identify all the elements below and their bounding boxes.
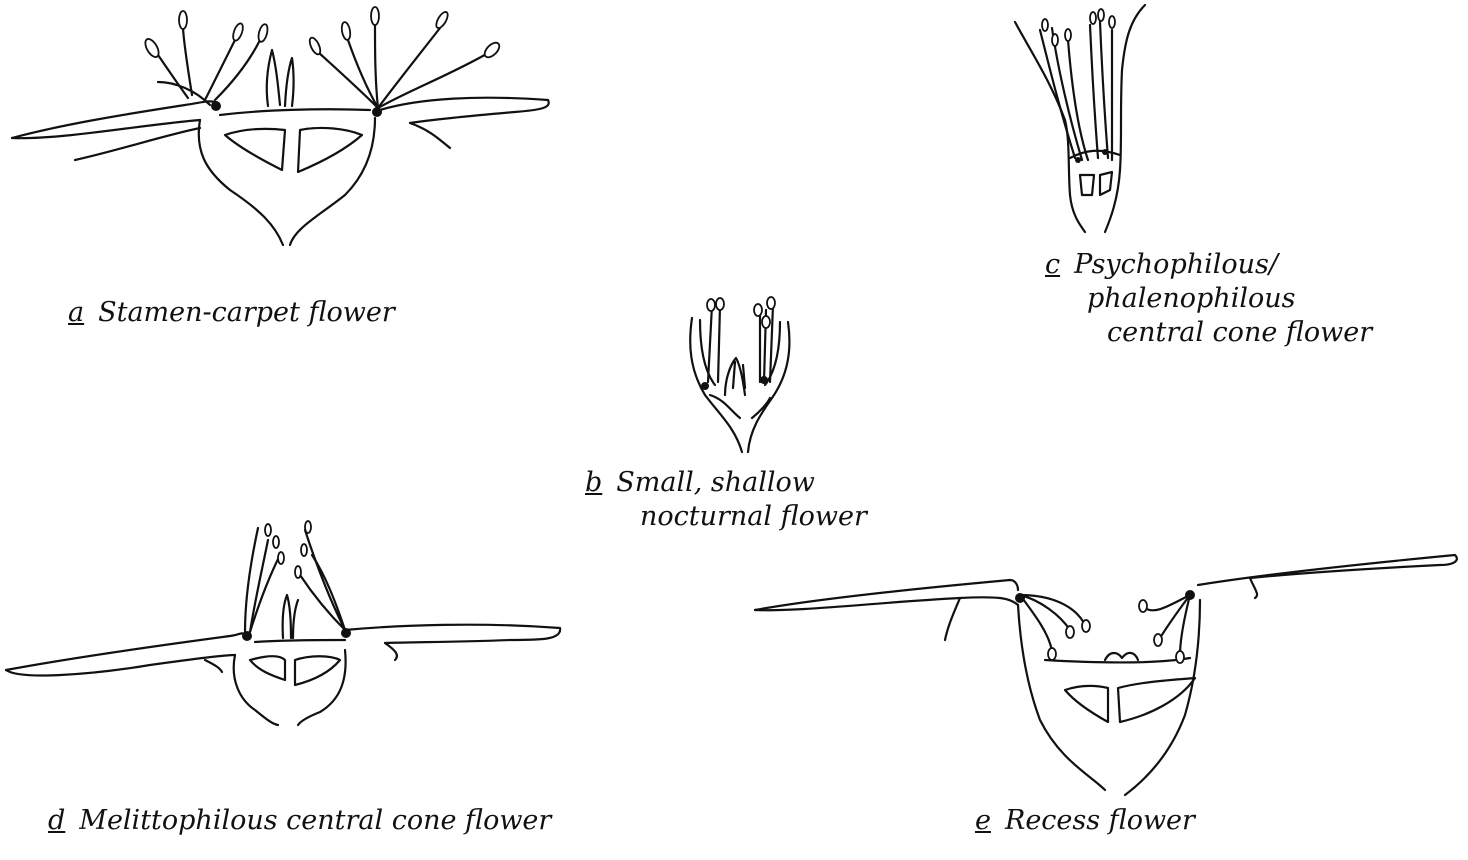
label-a-letter: a bbox=[68, 297, 84, 328]
label-b-text-2: nocturnal flower bbox=[640, 500, 867, 534]
label-a-text: Stamen-carpet flower bbox=[98, 297, 395, 328]
label-c-text-2: phalenophilous bbox=[1087, 282, 1372, 316]
flower-a-drawing bbox=[12, 7, 549, 245]
flower-c-drawing bbox=[1015, 5, 1145, 232]
label-c: c Psychophilous/ phalenophilous central c… bbox=[1045, 248, 1372, 349]
label-c-letter: c bbox=[1045, 249, 1060, 280]
label-e-letter: e bbox=[975, 805, 991, 836]
label-b: b Small, shallow nocturnal flower bbox=[585, 466, 867, 534]
label-e: e Recess flower bbox=[975, 804, 1195, 838]
label-d-text: Melittophilous central cone flower bbox=[79, 805, 551, 836]
label-a: a Stamen-carpet flower bbox=[68, 296, 395, 330]
label-b-text-1: Small, shallow bbox=[616, 467, 815, 498]
flower-e-drawing bbox=[755, 555, 1457, 795]
label-d-letter: d bbox=[48, 805, 65, 836]
label-e-text: Recess flower bbox=[1005, 805, 1195, 836]
label-c-text-3: central cone flower bbox=[1107, 316, 1372, 350]
flower-d-drawing bbox=[6, 521, 560, 725]
label-b-letter: b bbox=[585, 467, 602, 498]
label-d: d Melittophilous central cone flower bbox=[48, 804, 551, 838]
flower-b-drawing bbox=[690, 297, 789, 452]
label-c-text-1: Psychophilous/ bbox=[1074, 249, 1278, 280]
